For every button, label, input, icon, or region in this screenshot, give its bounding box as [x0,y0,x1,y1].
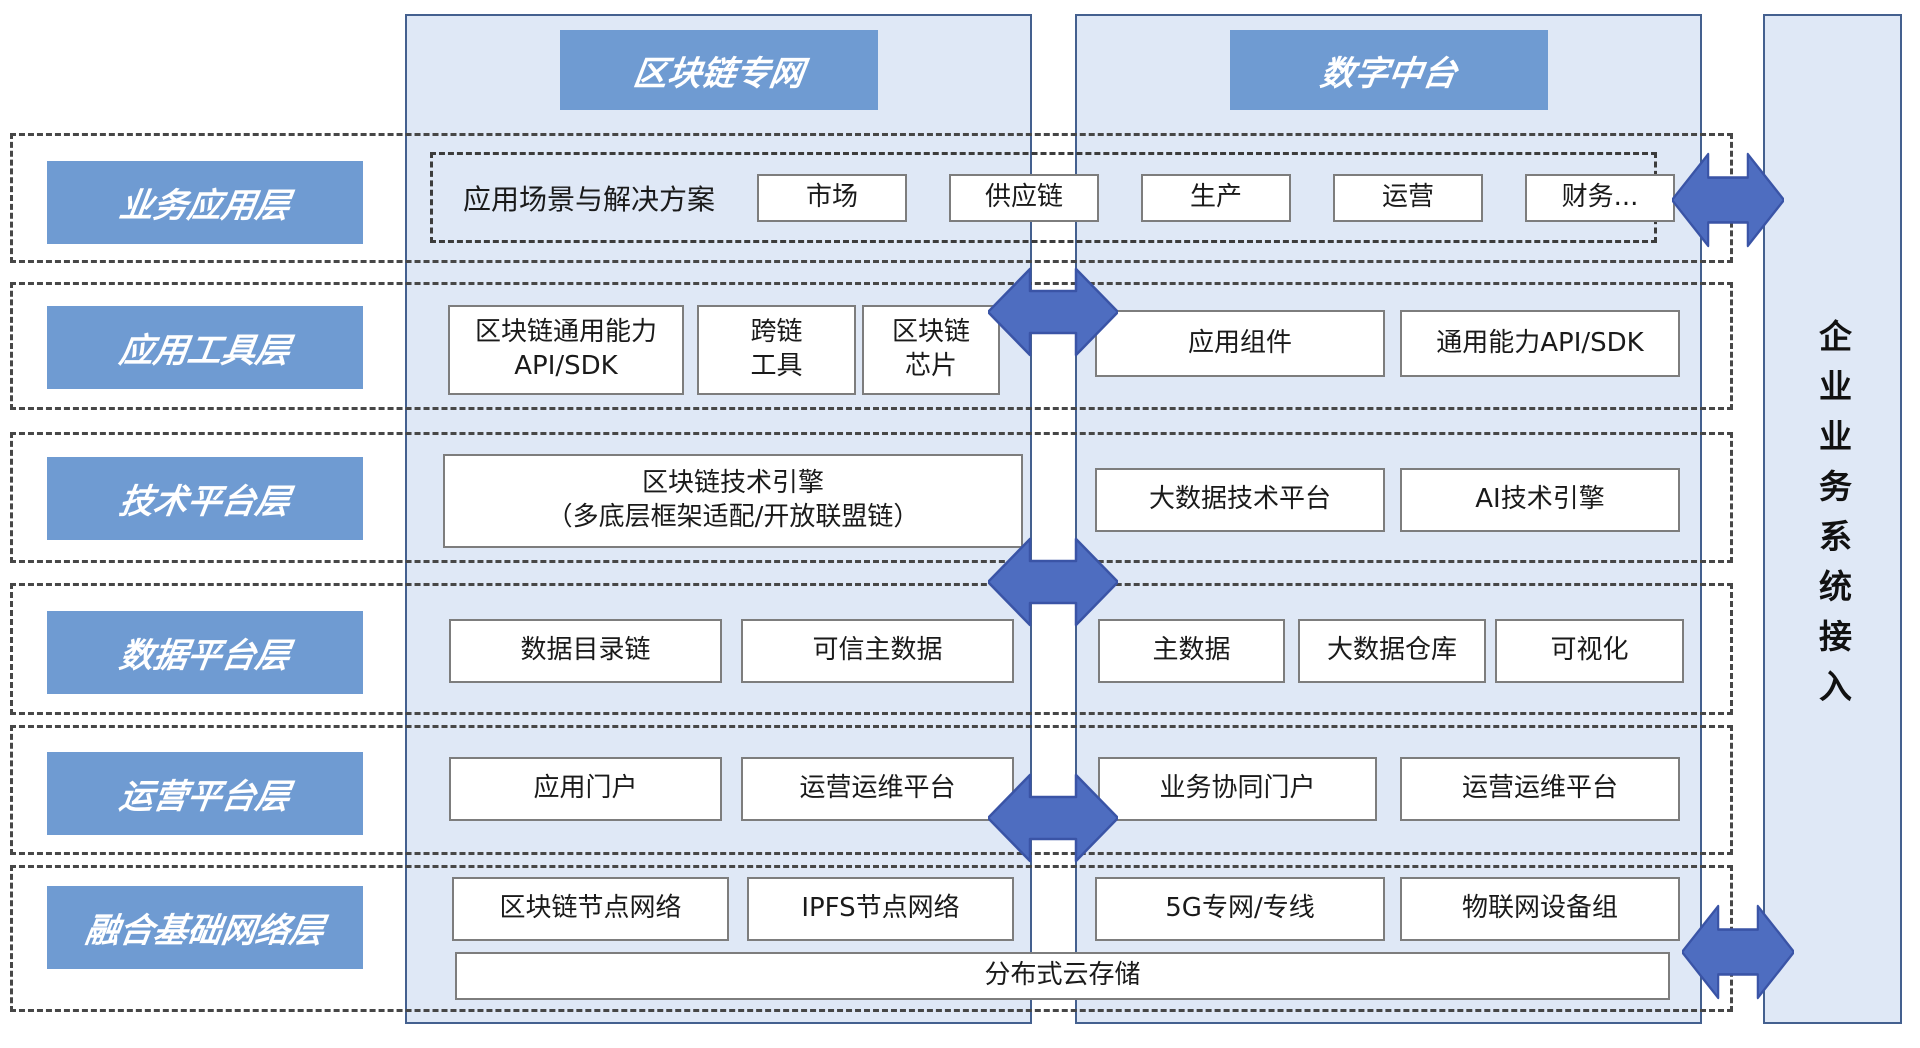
layer-label-ops-platform: 运营平台层 [47,752,363,835]
layer-label-text: 数据平台层 [116,636,293,676]
box-cross-chain-tool: 跨链 工具 [697,305,856,395]
layer-label-text: 业务应用层 [116,186,293,226]
layer-label-tech-platform: 技术平台层 [47,457,363,540]
layer-label-text: 运营平台层 [116,777,293,817]
layer-label-text: 技术平台层 [116,482,293,522]
layer-label-text: 融合基础网络层 [82,911,327,951]
box-blockchain-node-network: 区块链节点网络 [452,877,729,941]
box-5g-private-network: 5G专网/专线 [1095,877,1385,941]
layer-band-data-platform [10,583,1733,715]
header-blockchain-network: 区块链专网 [560,30,878,110]
box-ops-platform-right: 运营运维平台 [1400,757,1680,821]
layer-band-app-tool [10,282,1733,410]
header-text: 数字中台 [1317,53,1460,94]
double-arrow-icon [988,773,1118,863]
box-data-catalog-chain: 数据目录链 [449,619,722,683]
header-digital-middle-platform: 数字中台 [1230,30,1548,110]
layer-label-business-app: 业务应用层 [47,161,363,244]
box-general-api-sdk: 通用能力API/SDK [1400,310,1680,377]
box-blockchain-api-sdk: 区块链通用能力 API/SDK [448,305,684,395]
scenario-box-finance: 财务... [1525,173,1676,222]
box-ops-platform-left: 运营运维平台 [741,757,1014,821]
scenario-box-supply-chain: 供应链 [949,173,1100,222]
layer-band-tech-platform [10,432,1733,563]
box-visualization: 可视化 [1495,619,1684,683]
box-blockchain-engine: 区块链技术引擎 （多底层框架适配/开放联盟链） [443,454,1023,548]
app-scenario-caption: 应用场景与解决方案 [463,182,716,216]
scenario-box-operation: 运营 [1333,173,1484,222]
layer-label-data-platform: 数据平台层 [47,611,363,694]
double-arrow-icon [1672,152,1784,248]
box-trusted-master-data: 可信主数据 [741,619,1014,683]
box-iot-device-group: 物联网设备组 [1400,877,1680,941]
layer-label-app-tool: 应用工具层 [47,306,363,389]
box-bigdata-platform: 大数据技术平台 [1095,468,1385,532]
box-ipfs-node-network: IPFS节点网络 [747,877,1014,941]
box-collab-portal: 业务协同门户 [1098,757,1377,821]
box-distributed-cloud-storage: 分布式云存储 [455,952,1670,1000]
layer-label-text: 应用工具层 [116,331,293,371]
app-scenario-group: 应用场景与解决方案 市场 供应链 生产 运营 财务... [430,152,1676,243]
scenario-box-market: 市场 [757,173,908,222]
scenario-box-production: 生产 [1141,173,1292,222]
box-blockchain-chip: 区块链 芯片 [862,305,1000,395]
header-text: 区块链专网 [630,53,807,94]
double-arrow-icon [988,267,1118,357]
enterprise-system-access-label: 企业业务系统接入 [1813,319,1853,719]
box-app-portal: 应用门户 [449,757,722,821]
double-arrow-icon [1682,904,1794,1000]
box-master-data: 主数据 [1098,619,1285,683]
box-app-components: 应用组件 [1095,310,1385,377]
layer-band-ops-platform [10,725,1733,855]
box-ai-engine: AI技术引擎 [1400,468,1680,532]
enterprise-system-access-bar: 企业业务系统接入 [1763,14,1902,1024]
box-bigdata-warehouse: 大数据仓库 [1298,619,1486,683]
layer-label-network: 融合基础网络层 [47,886,363,969]
double-arrow-icon [988,537,1118,627]
